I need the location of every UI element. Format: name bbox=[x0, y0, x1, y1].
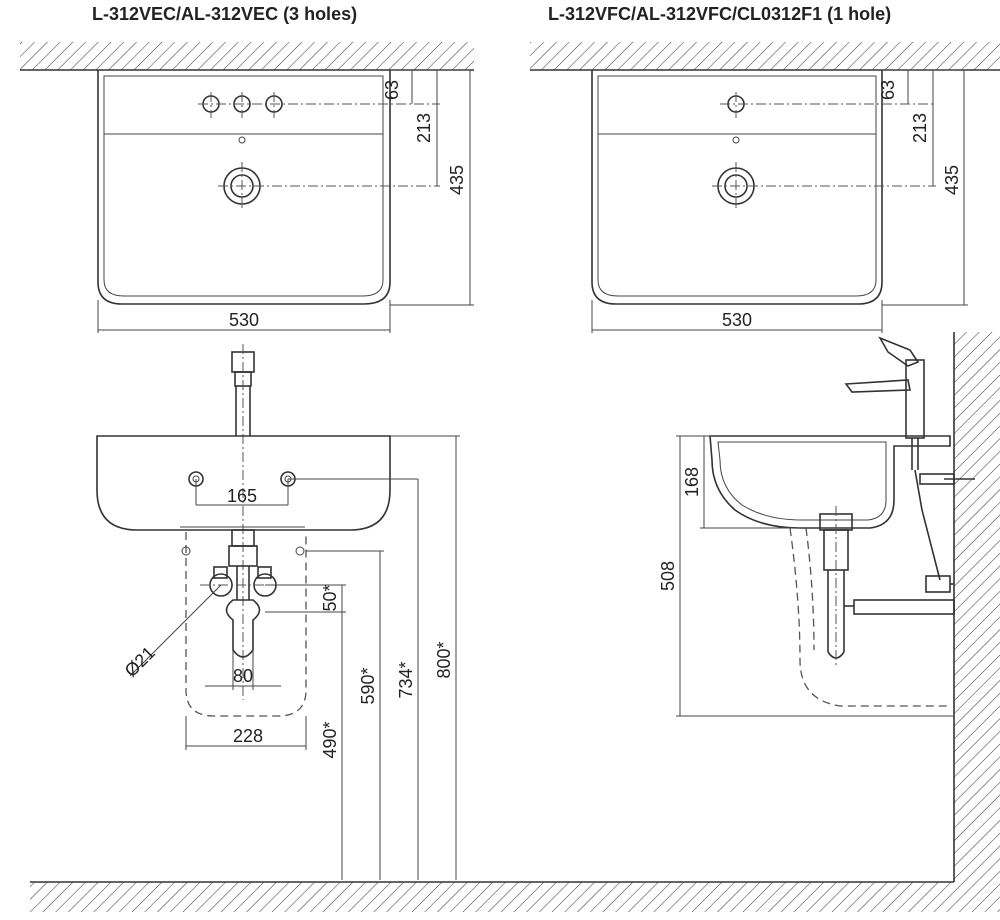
wall-bolts bbox=[188, 471, 418, 506]
dim-63: 63 bbox=[878, 80, 898, 100]
dim-734: 734* bbox=[396, 661, 416, 698]
front-elevation: 165 Ø21 80 228 bbox=[30, 344, 954, 912]
drain-trap bbox=[225, 529, 261, 658]
title-3-holes: L-312VEC/AL-312VEC (3 holes) bbox=[92, 4, 358, 24]
side-section: 168 508 bbox=[658, 332, 1000, 912]
drain-hole bbox=[218, 162, 440, 210]
dim-213: 213 bbox=[910, 113, 930, 143]
floor-hatch bbox=[30, 882, 954, 912]
supply-hose bbox=[914, 469, 941, 581]
dim-228: 228 bbox=[233, 726, 263, 746]
dim-435: 435 bbox=[942, 165, 962, 195]
tap-holes bbox=[198, 92, 440, 118]
wall-hatch bbox=[530, 42, 1000, 70]
dim-168: 168 bbox=[682, 467, 702, 497]
pedestal-outline bbox=[185, 532, 307, 717]
dim-508: 508 bbox=[658, 561, 678, 591]
dim-490: 490* bbox=[320, 721, 340, 758]
dim-213: 213 bbox=[414, 113, 434, 143]
basin-outline bbox=[97, 70, 391, 305]
basin-outline bbox=[591, 70, 883, 305]
dim-800: 800* bbox=[434, 641, 454, 678]
drain-side bbox=[819, 506, 955, 668]
basin-section bbox=[709, 435, 951, 529]
dim-d21: Ø21 bbox=[121, 643, 159, 681]
dim-63: 63 bbox=[382, 80, 402, 100]
wall-hatch bbox=[20, 42, 474, 70]
dim-435: 435 bbox=[447, 165, 467, 195]
dim-80: 80 bbox=[233, 666, 253, 686]
wall-hatch bbox=[954, 332, 1000, 912]
tap-hole bbox=[720, 92, 936, 118]
drain-hole bbox=[712, 162, 936, 210]
dim-530: 530 bbox=[722, 310, 752, 330]
dim-590: 590* bbox=[358, 667, 378, 704]
faucet-side bbox=[844, 336, 925, 470]
dim-165: 165 bbox=[227, 486, 257, 506]
dim-50: 50* bbox=[320, 584, 340, 611]
dim-530: 530 bbox=[229, 310, 259, 330]
title-1-hole: L-312VFC/AL-312VFC/CL0312F1 (1 hole) bbox=[548, 4, 892, 24]
basin-front bbox=[96, 435, 391, 531]
plan-view-3-holes: 63 213 435 530 bbox=[20, 42, 474, 333]
faucet bbox=[231, 344, 255, 700]
plan-view-1-hole: 63 213 435 530 bbox=[530, 42, 1000, 333]
pedestal-side bbox=[789, 527, 950, 707]
